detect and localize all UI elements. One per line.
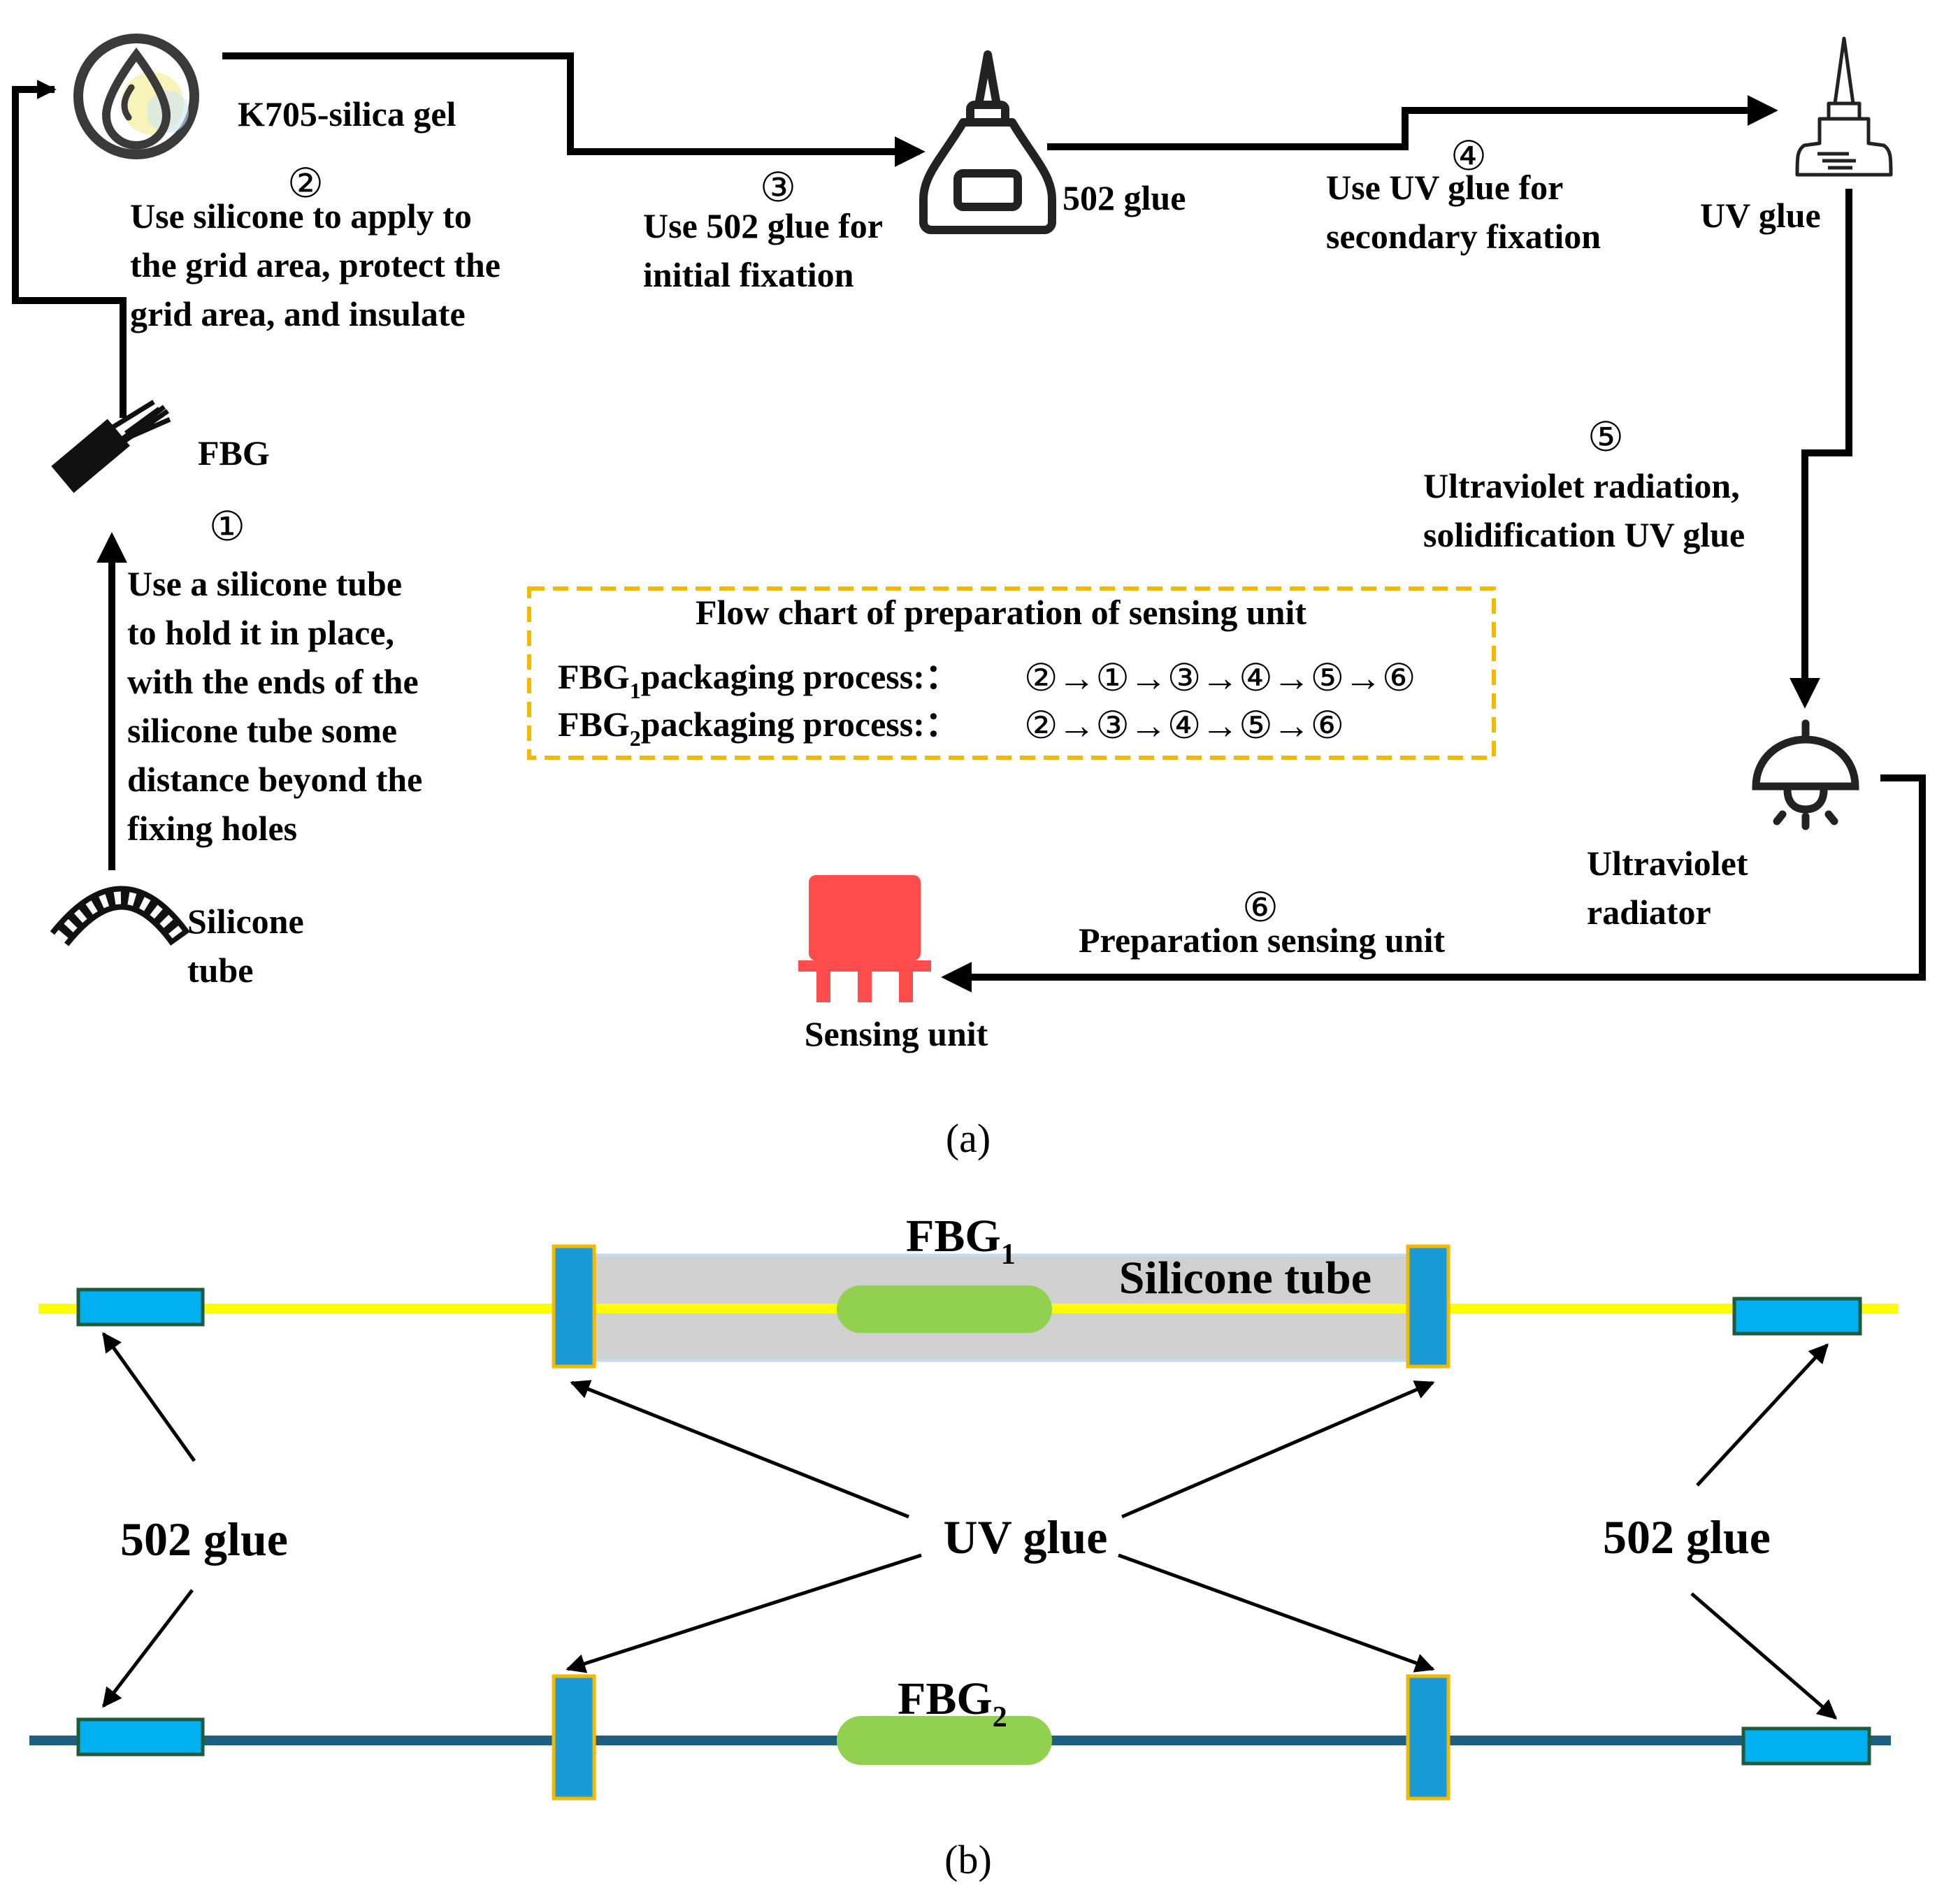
uv-clamp-fbg1-left	[552, 1244, 596, 1369]
glue-502-left-label: 502 glue	[120, 1513, 288, 1566]
fbg-label: FBG	[198, 433, 270, 473]
glue-502-clamp-fbg2-left	[76, 1717, 205, 1757]
step-5-number: ⑤	[1587, 414, 1624, 460]
uv-glue-label: UV glue	[1700, 196, 1821, 235]
flow-chart-border	[527, 586, 1496, 760]
step-4-annotation: ④ Use UV glue for secondary fixation	[1326, 134, 1601, 256]
step-6-number: ⑥	[1242, 885, 1279, 930]
fbg1-process-row: FBG1packaging process:：	[558, 657, 960, 703]
glue-502-clamp-fbg1-left	[76, 1288, 205, 1327]
fbg-icon	[51, 400, 171, 493]
uv-clamp-fbg2-left	[552, 1674, 596, 1801]
silicone-tube-icon	[50, 886, 190, 946]
step-5-text: Ultraviolet radiation, solidification UV…	[1423, 466, 1748, 554]
flow-chart-title: Flow chart of preparation of sensing uni…	[696, 593, 1306, 632]
connector-uv-to-radiator	[1790, 189, 1852, 709]
arrow-uv-bottom-left	[566, 1553, 922, 1673]
uv-clamp-fbg1-right	[1406, 1244, 1450, 1369]
step-1-text: Use a silicone tube to hold it in place,…	[127, 564, 431, 848]
step-2-annotation: ② Use silicone to apply to the grid area…	[130, 161, 509, 333]
glue-502-right-label: 502 glue	[1603, 1510, 1771, 1564]
uv-radiator-label: Ultraviolet radiator	[1587, 844, 1757, 932]
fbg1-sequence: ②→①→③→④→⑤→⑥	[1024, 657, 1416, 699]
uv-radiator-icon	[1752, 719, 1859, 830]
fbg2-label: FBG2	[898, 1673, 1007, 1733]
uv-clamp-fbg2-right	[1406, 1674, 1450, 1801]
step-4-text: Use UV glue for secondary fixation	[1326, 168, 1601, 256]
arrow-502-left-top	[101, 1332, 196, 1462]
fbg1-assembly: FBG1 Silicone tube	[38, 1211, 1898, 1369]
sensing-unit-icon	[798, 875, 931, 1002]
arrow-502-left-bottom	[102, 1589, 194, 1708]
arrow-502-right-top	[1696, 1343, 1829, 1487]
connector-radiator-to-unit	[941, 774, 1926, 993]
step-6-text: Preparation sensing unit	[1079, 921, 1445, 960]
glue-502-clamp-fbg1-right	[1732, 1297, 1862, 1336]
step-2-text: Use silicone to apply to the grid area, …	[130, 196, 509, 333]
step-2-number: ②	[287, 161, 324, 206]
flow-connectors	[12, 52, 1926, 993]
step-4-number: ④	[1450, 134, 1487, 179]
flow-chart-box: Flow chart of preparation of sensing uni…	[527, 586, 1496, 760]
step-1-annotation: ① Use a silicone tube to hold it in plac…	[127, 504, 431, 848]
silicone-tube-label: Silicone tube	[187, 902, 312, 990]
step-3-number: ③	[760, 165, 796, 210]
grating-fbg1	[837, 1285, 1052, 1333]
fbg2-sequence: ②→③→④→⑤→⑥	[1024, 705, 1344, 747]
arrow-uv-top-right	[1121, 1380, 1435, 1519]
glue-502-label: 502 glue	[1063, 178, 1186, 217]
connector-fbg-to-gel	[12, 80, 127, 418]
panel-b: FBG1 Silicone tube FBG2 502 glue 502 glu…	[29, 1211, 1898, 1882]
arrow-uv-bottom-right	[1118, 1553, 1435, 1673]
step-1-number: ①	[209, 504, 245, 549]
uv-glue-b-label: UV glue	[944, 1510, 1108, 1564]
step-6-annotation: ⑥ Preparation sensing unit	[1079, 885, 1445, 960]
fbg2-process-row: FBG2packaging process:：	[558, 705, 960, 751]
sensing-unit-label: Sensing unit	[805, 1014, 988, 1053]
glue-502-icon	[919, 50, 1056, 234]
step-3-annotation: ③ Use 502 glue for initial fixation	[643, 165, 891, 294]
silicone-tube-b-label: Silicone tube	[1119, 1253, 1371, 1304]
step-5-annotation: ⑤ Ultraviolet radiation, solidification …	[1423, 414, 1748, 554]
panel-b-caption: (b)	[944, 1837, 992, 1882]
panel-a: K705-silica gel 502 glue UV glue	[12, 34, 1926, 1161]
silica-gel-icon	[73, 34, 199, 159]
connector-502-to-uv	[1047, 95, 1778, 150]
arrow-502-right-bottom	[1690, 1592, 1838, 1719]
panel-a-caption: (a)	[946, 1116, 991, 1161]
fbg2-assembly: FBG2	[29, 1673, 1891, 1801]
uv-glue-icon	[1795, 36, 1893, 177]
connector-gel-to-502	[222, 52, 926, 167]
glue-502-clamp-fbg2-right	[1741, 1726, 1871, 1766]
silica-gel-label: K705-silica gel	[238, 94, 456, 134]
grating-fbg2	[837, 1716, 1052, 1765]
fbg1-label: FBG1	[906, 1211, 1016, 1271]
arrow-uv-top-left	[570, 1380, 909, 1519]
pointer-arrows	[101, 1332, 1838, 1719]
step-3-text: Use 502 glue for initial fixation	[643, 206, 891, 294]
